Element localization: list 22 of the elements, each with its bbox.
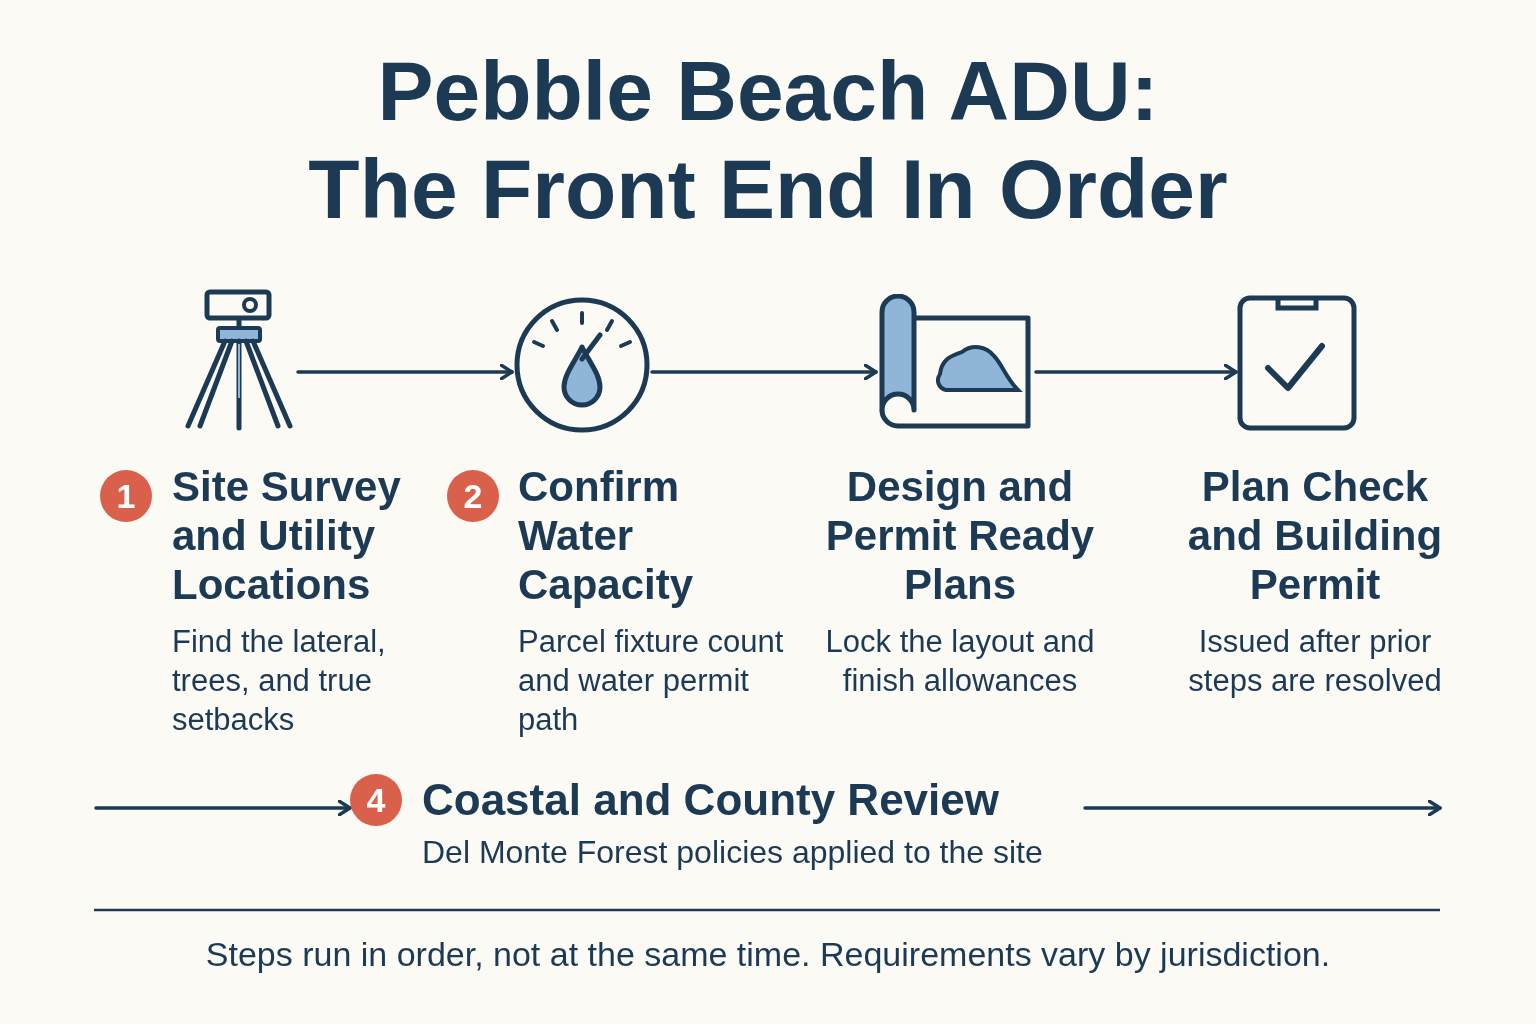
number-badge: 1 <box>100 470 152 522</box>
step-description: Find the lateral, trees, and true setbacks <box>172 623 387 739</box>
step-description: Del Monte Forest policies applied to the site <box>422 833 1044 872</box>
footnote: Steps run in order, not at the same time. Requirements vary by jurisdiction. <box>204 934 1332 975</box>
step-description: Parcel fixture count and water permit path <box>518 623 785 739</box>
step-heading: Plan Check and Building Permit <box>1186 462 1444 609</box>
clipboard-check-icon <box>1236 294 1358 432</box>
step-heading: Confirm Water Capacity <box>518 462 695 609</box>
number-badge: 4 <box>350 774 402 826</box>
arrow <box>94 799 352 817</box>
step-description: Lock the layout and finish allowances <box>824 623 1096 700</box>
title: Pebble Beach ADU: The Front End In Order <box>307 43 1229 238</box>
step-heading: Coastal and County Review <box>422 774 999 826</box>
step-description: Issued after prior steps are resolved <box>1187 623 1443 700</box>
arrow <box>1034 363 1238 381</box>
step-heading: Site Survey and Utility Locations <box>172 462 402 609</box>
arrow <box>650 363 878 381</box>
gauge-icon <box>512 295 652 435</box>
arrow <box>1083 799 1442 817</box>
step-heading: Design and Permit Ready Plans <box>824 462 1096 609</box>
arrow <box>296 363 514 381</box>
number-badge: 2 <box>447 470 499 522</box>
